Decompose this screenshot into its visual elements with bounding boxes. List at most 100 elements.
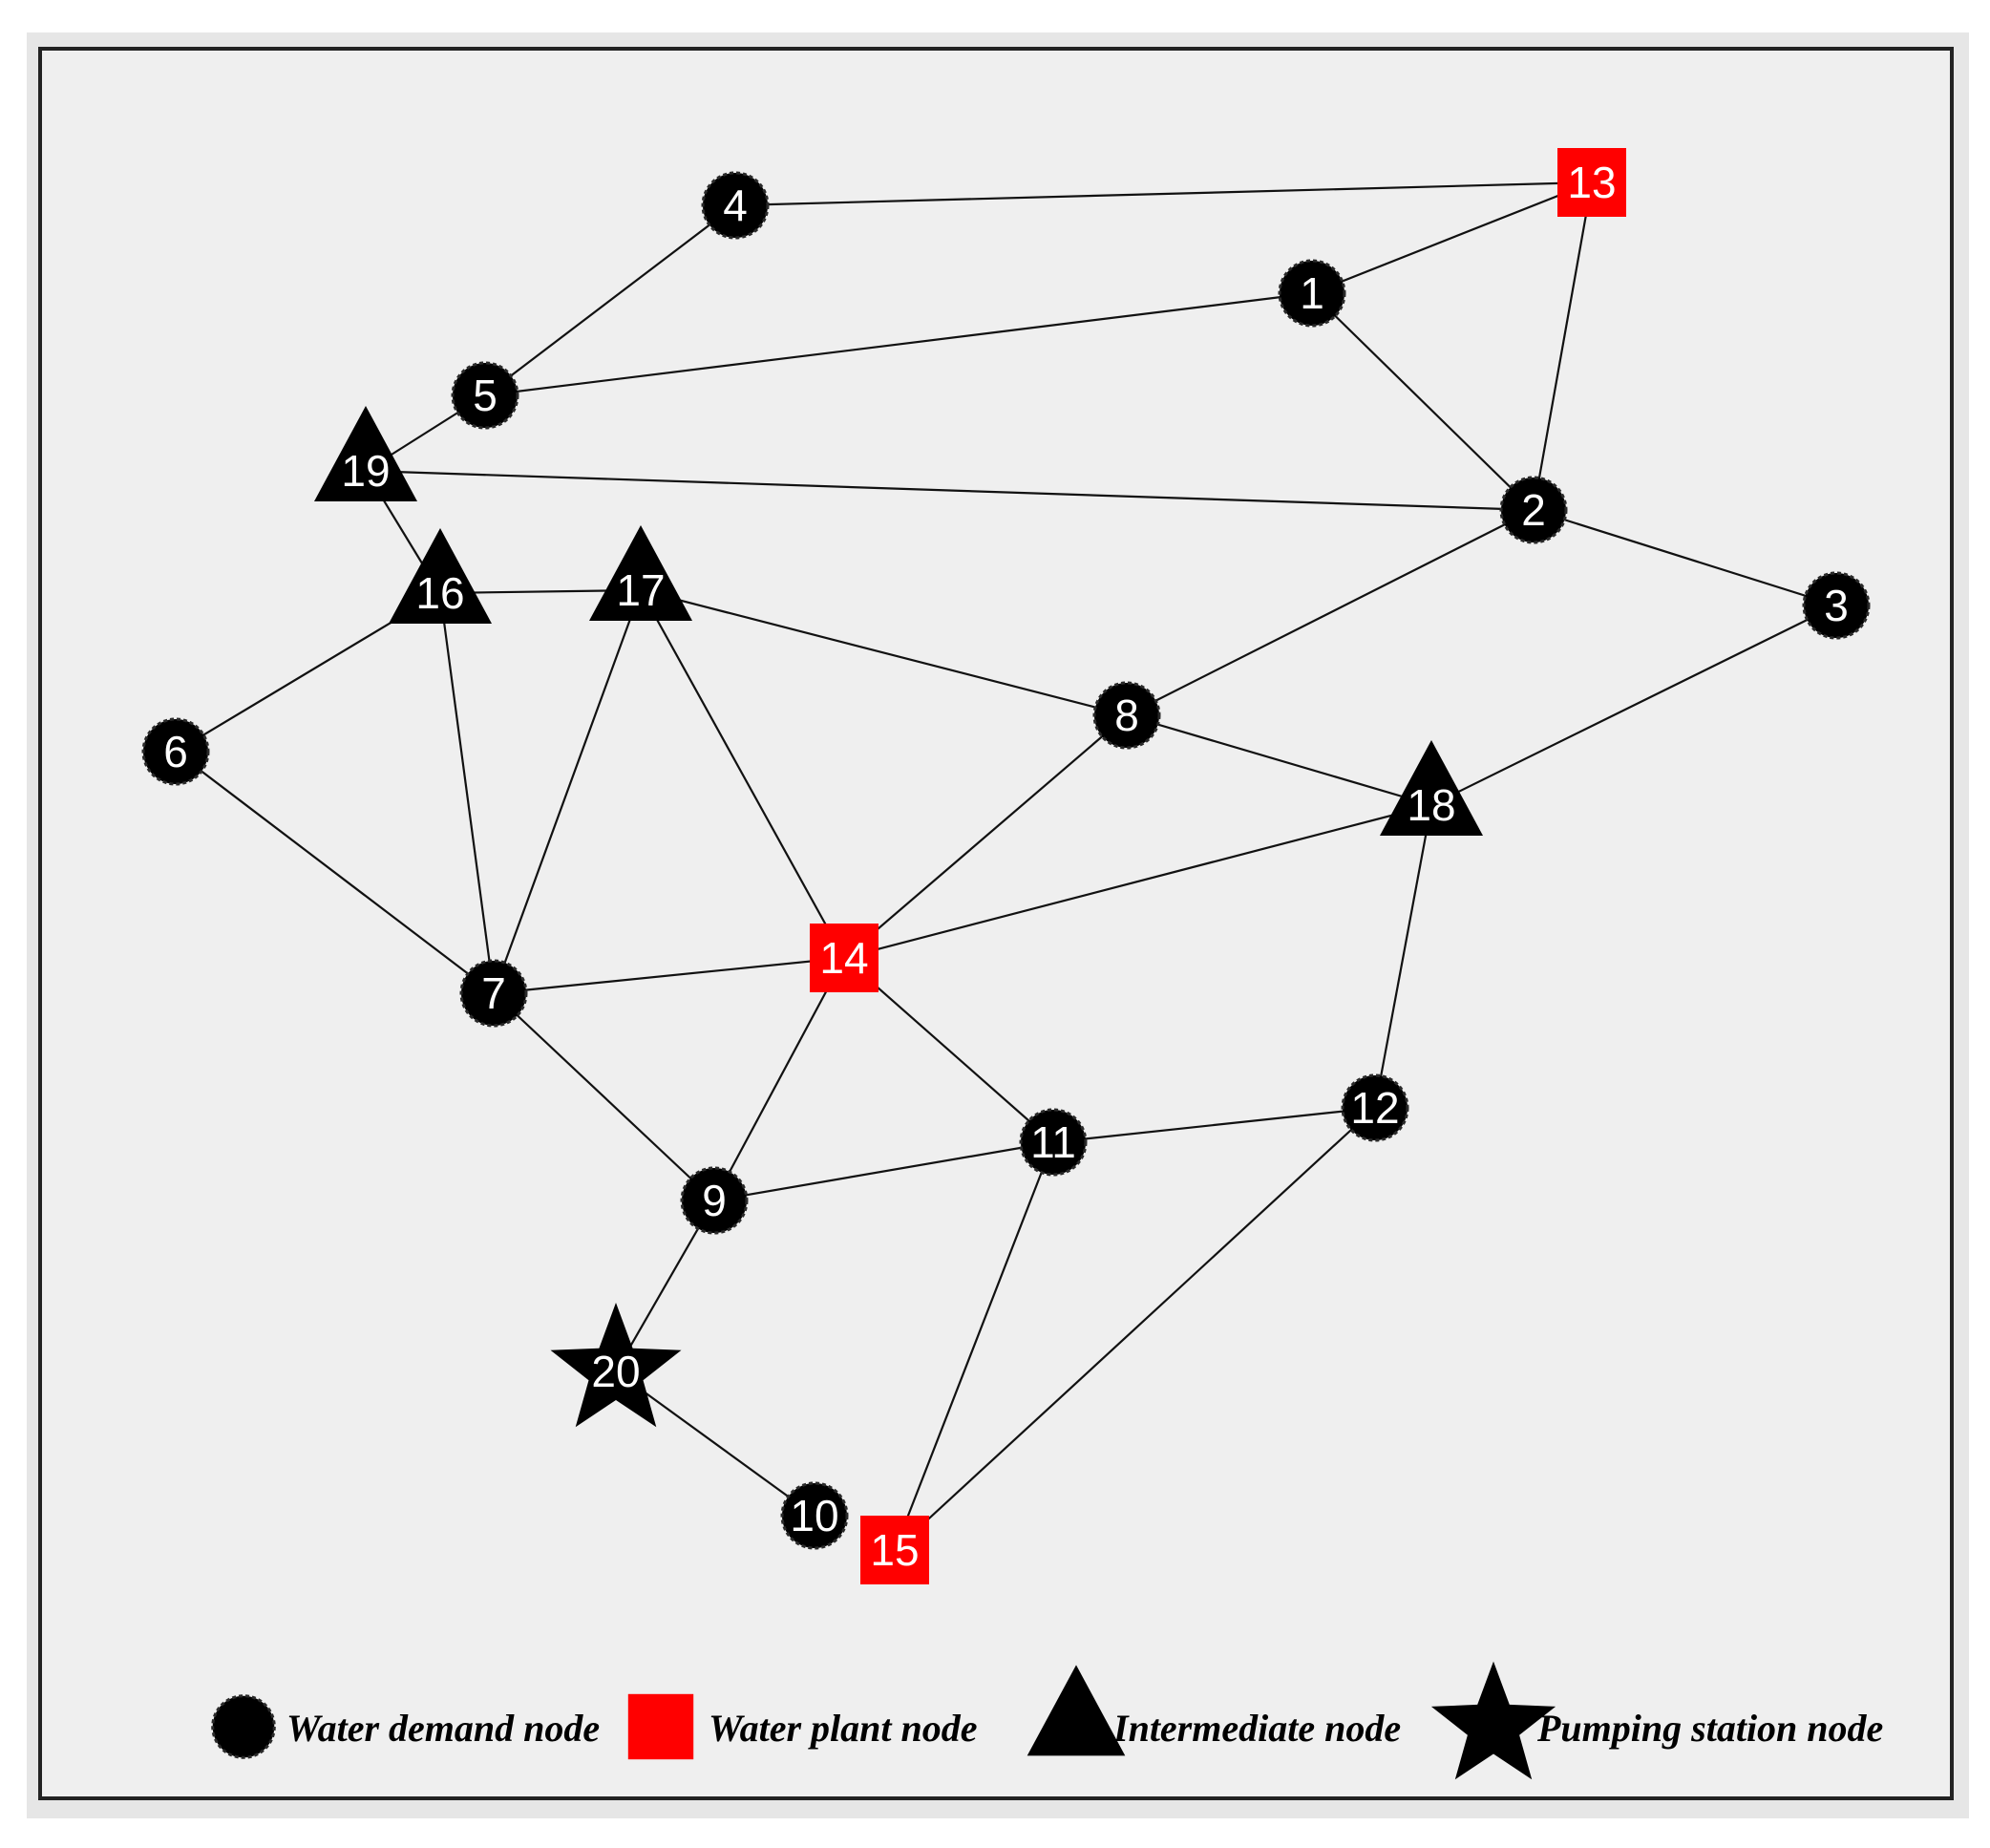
water-demand-node-icon [1802, 571, 1871, 640]
legend-label: Water plant node [709, 1707, 978, 1750]
edge-13-1 [1311, 181, 1593, 295]
node-label: 5 [473, 371, 498, 420]
edge-4-5 [484, 204, 736, 396]
water-demand-node-icon [1499, 476, 1568, 544]
node-20: 20 [550, 1303, 682, 1428]
water-demand-node-icon [1341, 1073, 1409, 1142]
edge-18-12 [1373, 804, 1433, 1109]
node-15: 15 [860, 1516, 929, 1584]
water-demand-node-icon [1278, 259, 1346, 328]
node-9: 9 [680, 1166, 749, 1235]
node-18: 18 [1380, 740, 1483, 836]
edge-2-3 [1533, 508, 1837, 607]
edge-11-12 [1052, 1106, 1376, 1144]
node-2: 2 [1499, 476, 1568, 544]
pumping-station-node-icon [550, 1303, 682, 1428]
legend-item-square: Water plant node [627, 1693, 978, 1760]
legend: Water demand node Water plant node Interme… [211, 1661, 1883, 1780]
intermediate-node-icon [389, 528, 492, 624]
edge-14-9 [713, 957, 845, 1201]
node-12: 12 [1341, 1073, 1409, 1142]
water-demand-node-icon [1019, 1108, 1088, 1177]
node-10: 10 [780, 1481, 849, 1550]
water-demand-node-icon [1092, 681, 1161, 750]
node-label: 8 [1114, 690, 1139, 740]
node-label: 2 [1521, 485, 1546, 535]
water-demand-node-icon [451, 361, 519, 430]
node-8: 8 [1092, 681, 1161, 750]
edge-17-7 [492, 589, 643, 994]
node-3: 3 [1802, 571, 1871, 640]
node-label: 7 [481, 968, 506, 1018]
node-label: 18 [1407, 780, 1455, 830]
node-label: 20 [591, 1347, 640, 1396]
node-7: 7 [459, 959, 528, 1028]
intermediate-node-icon [589, 525, 692, 621]
water-plant-node-icon [1557, 148, 1626, 217]
node-label: 16 [415, 568, 464, 618]
node-11: 11 [1019, 1108, 1088, 1177]
edge-14-11 [843, 957, 1054, 1143]
water-demand-node-icon [141, 717, 210, 786]
edge-8-18 [1126, 713, 1432, 807]
diagram-frame [38, 47, 1954, 1800]
node-13: 13 [1557, 148, 1626, 217]
node-19: 19 [314, 406, 417, 501]
node-label: 19 [341, 446, 390, 496]
edge-20-10 [615, 1370, 815, 1517]
edge-17-14 [640, 589, 845, 959]
edge-19-2 [365, 469, 1535, 512]
node-14: 14 [810, 924, 879, 992]
edge-14-18 [843, 803, 1432, 960]
edge-8-14 [843, 714, 1128, 959]
node-label: 17 [616, 565, 665, 615]
node-label: 6 [163, 727, 188, 776]
legend-label: Water demand node [286, 1707, 600, 1750]
edge-11-15 [893, 1141, 1055, 1551]
edge-7-9 [493, 992, 715, 1201]
edge-13-2 [1532, 181, 1594, 511]
node-label: 3 [1824, 581, 1849, 630]
node-4: 4 [701, 171, 770, 240]
edge-16-7 [438, 592, 496, 994]
node-label: 15 [870, 1525, 919, 1575]
legend-label: Intermediate node [1112, 1707, 1401, 1750]
node-label: 14 [819, 933, 868, 983]
water-plant-node-icon [810, 924, 879, 992]
water-demand-node-icon [780, 1481, 849, 1550]
node-label: 10 [790, 1491, 838, 1540]
edge-9-11 [713, 1140, 1054, 1202]
node-label: 13 [1567, 158, 1616, 207]
edge-12-15 [894, 1107, 1376, 1551]
edge-6-7 [175, 751, 495, 994]
node-label: 12 [1350, 1083, 1399, 1133]
node-label: 11 [1030, 1117, 1076, 1167]
node-label: 1 [1300, 268, 1324, 318]
node-1: 1 [1278, 259, 1346, 328]
edge-3-18 [1430, 605, 1837, 806]
edge-1-5 [484, 291, 1313, 397]
node-label: 4 [723, 181, 748, 230]
square-icon [627, 1693, 694, 1760]
legend-item-triangle: Intermediate node [1027, 1665, 1401, 1756]
water-plant-node-icon [860, 1516, 929, 1584]
triangle-icon [1027, 1665, 1126, 1756]
water-demand-node-icon [459, 959, 528, 1028]
legend-item-circle: Water demand node [211, 1694, 600, 1759]
intermediate-node-icon [1380, 740, 1483, 836]
intermediate-node-icon [314, 406, 417, 501]
water-demand-node-icon [680, 1166, 749, 1235]
edge-4-13 [734, 181, 1593, 207]
node-16: 16 [389, 528, 492, 624]
legend-item-star: Pumping station node [1430, 1661, 1883, 1780]
water-demand-node-icon [701, 171, 770, 240]
node-5: 5 [451, 361, 519, 430]
edge-1-2 [1311, 292, 1535, 511]
star-icon [1430, 1661, 1556, 1780]
node-label: 9 [702, 1176, 727, 1225]
legend-label: Pumping station node [1536, 1707, 1883, 1750]
node-6: 6 [141, 717, 210, 786]
edge-7-14 [493, 956, 845, 995]
